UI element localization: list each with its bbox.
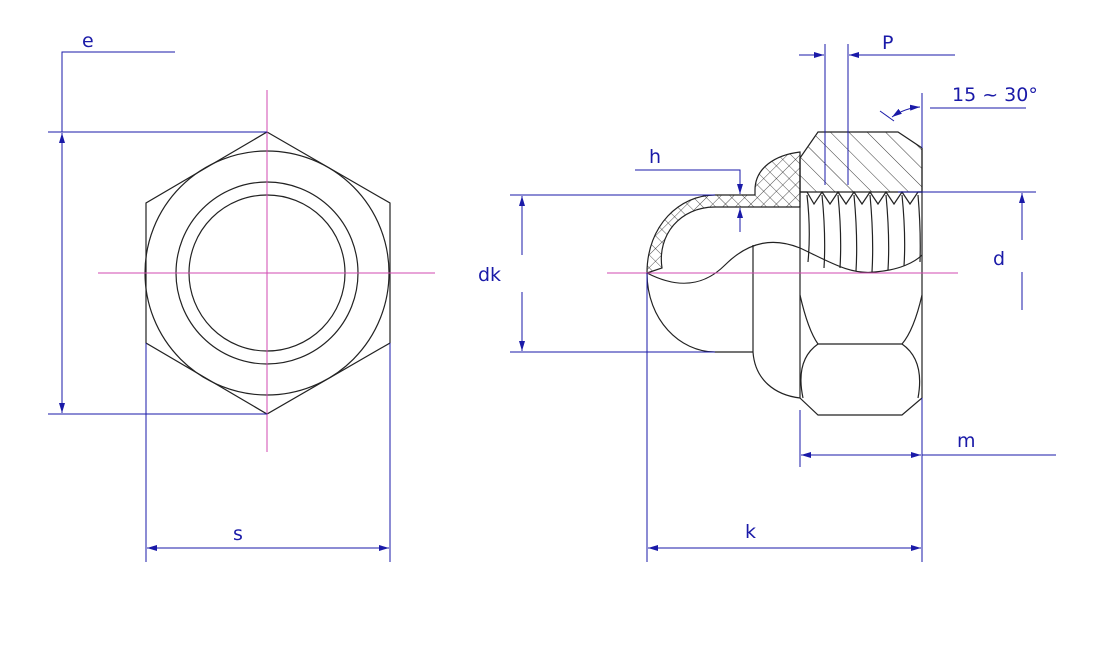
dimension-p: P xyxy=(799,32,955,185)
thread-lines xyxy=(806,194,921,273)
label-k: k xyxy=(745,521,756,543)
side-view: dk k m d P xyxy=(478,32,1056,562)
nut-section xyxy=(799,131,923,193)
dome-outline xyxy=(646,272,753,353)
label-d: d xyxy=(993,248,1005,270)
dimension-k: k xyxy=(646,273,923,562)
dimension-e: e xyxy=(48,30,267,415)
dimension-s: s xyxy=(145,343,391,562)
cap-section xyxy=(646,151,801,274)
thread-profile xyxy=(800,190,922,206)
dimension-d: d xyxy=(898,191,1036,310)
cap-skirt xyxy=(752,351,801,399)
nut-outline xyxy=(799,148,923,416)
label-p: P xyxy=(882,32,893,54)
break-line xyxy=(646,241,923,284)
dimension-m: m xyxy=(799,410,1056,467)
top-view: e s xyxy=(48,30,435,562)
dimension-dk: dk xyxy=(478,194,715,353)
label-h: h xyxy=(649,146,661,168)
dimension-angle: 15 ~ 30° xyxy=(879,84,1038,148)
label-angle: 15 ~ 30° xyxy=(952,84,1038,106)
dimension-h: h xyxy=(635,146,743,232)
label-m: m xyxy=(957,430,976,452)
label-s: s xyxy=(233,523,243,545)
hex-face-arcs xyxy=(799,294,923,399)
label-dk: dk xyxy=(478,264,501,286)
label-e: e xyxy=(82,30,94,52)
